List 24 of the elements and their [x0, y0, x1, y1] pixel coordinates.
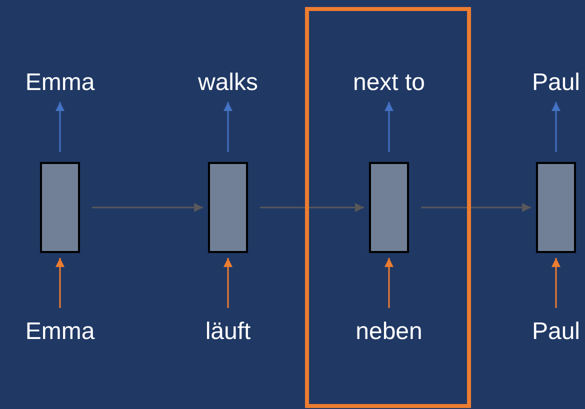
rnn-cell-box [369, 162, 409, 253]
word-label: neben [356, 318, 422, 346]
highlight-frame [305, 7, 471, 408]
arrow [92, 203, 203, 212]
word-label: Emma [25, 318, 95, 346]
word-label: next to [352, 69, 426, 97]
rnn-cell-box [536, 162, 576, 253]
rnn-cell-box [40, 162, 80, 253]
arrow [224, 102, 232, 152]
arrow [421, 203, 531, 212]
arrow [260, 203, 364, 212]
word-label: läuft [205, 318, 251, 346]
word-label: walks [198, 69, 258, 97]
word-label: Emma [25, 69, 95, 97]
rnn-cell-box [208, 162, 248, 253]
arrow [224, 258, 232, 308]
arrow [384, 258, 394, 308]
arrow [56, 258, 64, 308]
arrow [56, 102, 64, 152]
word-label: Paul [532, 318, 580, 346]
word-label: Paul [532, 69, 580, 97]
arrow [384, 102, 394, 152]
arrow [552, 258, 560, 308]
arrow [552, 102, 560, 152]
